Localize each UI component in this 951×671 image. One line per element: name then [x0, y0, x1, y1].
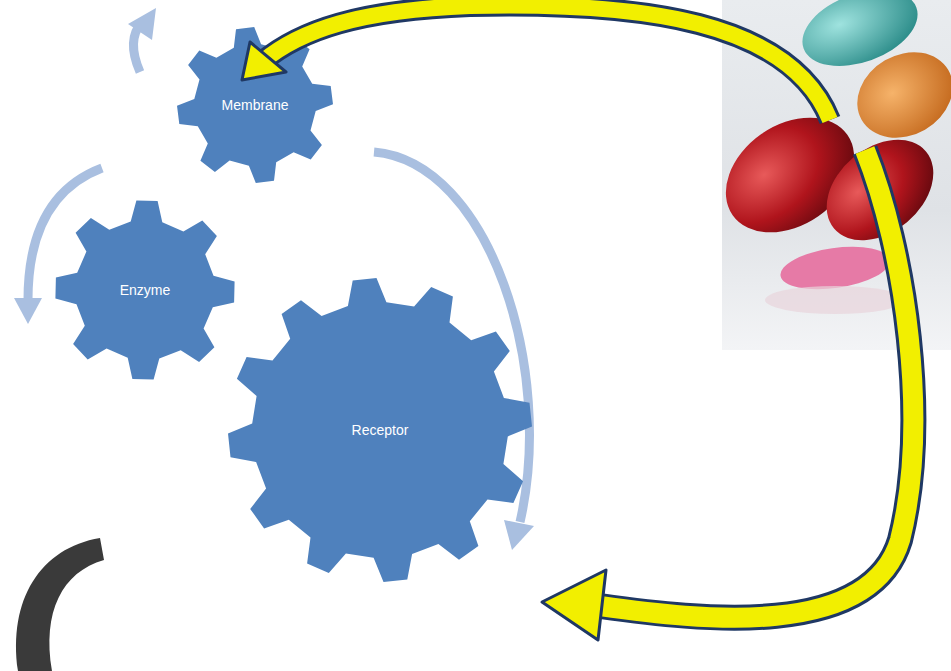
gear-shape: Enzyme: [55, 200, 235, 380]
gear-label: Receptor: [352, 422, 409, 439]
gear-label: Membrane: [222, 97, 289, 114]
dark-arc: [16, 538, 104, 671]
gear-label: Enzyme: [120, 282, 171, 299]
gear-shape: Receptor: [228, 278, 532, 582]
